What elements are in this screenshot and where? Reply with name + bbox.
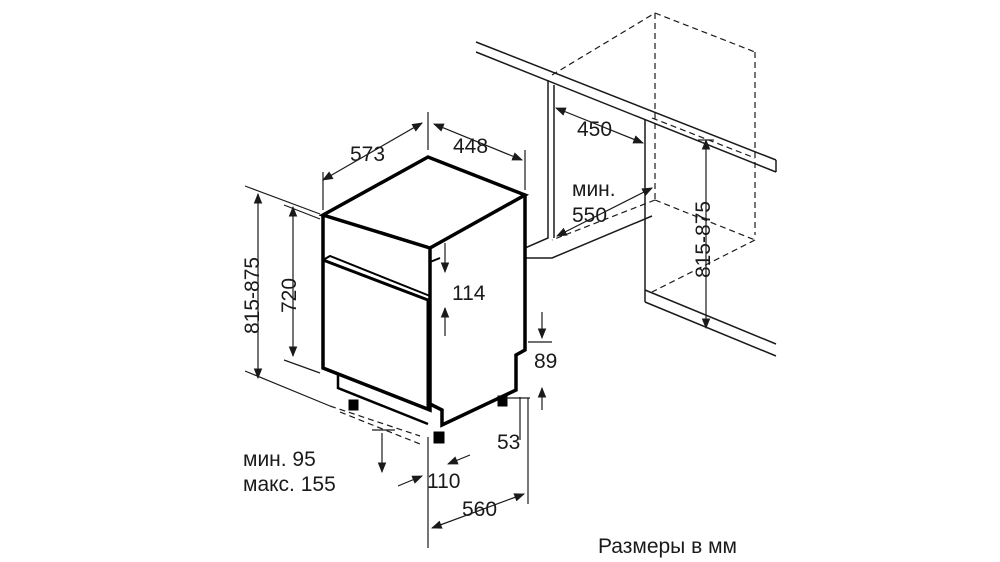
dim-width-448: 448 (453, 135, 489, 158)
dim-depth-573: 573 (350, 143, 386, 166)
dim-height-720: 720 (278, 277, 301, 313)
dimension-lines (244, 112, 552, 548)
dim-foot-max-155: макс. 155 (243, 473, 336, 496)
dim-offset-110: 110 (427, 470, 461, 493)
dim-plinth-89: 89 (534, 350, 558, 373)
cabinet-niche (475, 12, 777, 357)
units-caption: Размеры в мм (598, 535, 737, 558)
dim-height-815-875: 815-875 (241, 256, 264, 334)
dishwasher-body (318, 155, 530, 444)
dim-base-560: 560 (462, 498, 498, 521)
dim-niche-450: 450 (577, 118, 613, 141)
dim-niche-height-815-875: 815-875 (692, 200, 715, 278)
dim-foot-53: 53 (497, 431, 521, 454)
dim-niche-min-label: мин. (572, 178, 616, 201)
dim-niche-550: 550 (572, 204, 608, 227)
dim-door-114: 114 (452, 282, 486, 305)
dim-foot-min-95: мин. 95 (243, 448, 316, 471)
